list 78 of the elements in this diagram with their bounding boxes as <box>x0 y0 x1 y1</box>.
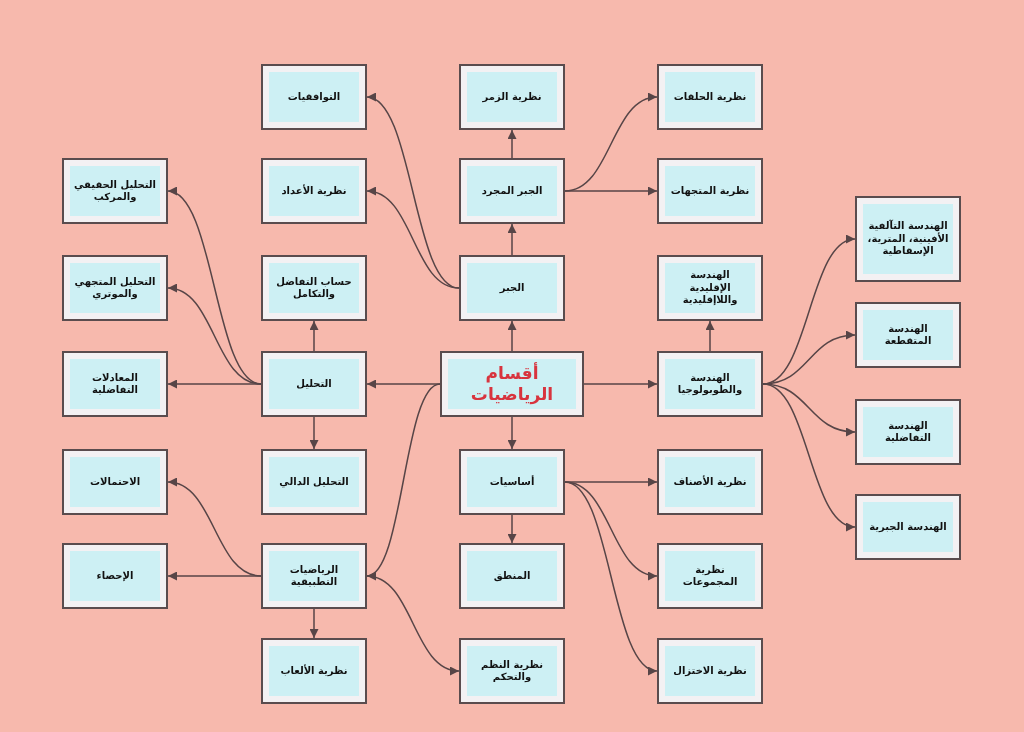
topic-label: نظرية الأعداد <box>269 166 359 216</box>
arrow <box>583 379 658 389</box>
topic-label: نظرية النظم والتحكم <box>467 646 557 696</box>
topic-box <box>657 449 763 515</box>
topic-label: نظرية الحلقات <box>665 72 755 122</box>
arrow <box>309 320 319 352</box>
topic-box <box>261 449 367 515</box>
arrow <box>507 514 517 544</box>
title-label: أقسام الرياضيات <box>448 359 576 409</box>
root-topic-box <box>440 351 584 417</box>
topic-label: الهندسة التفاضلية <box>863 407 953 457</box>
topic-box <box>657 351 763 417</box>
arrow <box>564 481 658 579</box>
topic-label: التحليل <box>269 359 359 409</box>
topic-label: نظرية المتجهات <box>665 166 755 216</box>
topic-box <box>261 351 367 417</box>
topic-box <box>261 64 367 130</box>
topic-label: أساسيات <box>467 457 557 507</box>
topic-box <box>459 543 565 609</box>
topic-box <box>62 351 168 417</box>
arrow <box>167 571 262 581</box>
topic-box <box>261 158 367 224</box>
topic-label: الهندسة والطوبولوجيا <box>665 359 755 409</box>
topic-label: الرياضيات التطبيقية <box>269 551 359 601</box>
topic-label: المنطق <box>467 551 557 601</box>
topic-box <box>62 449 168 515</box>
topic-label: التحليل الدالي <box>269 457 359 507</box>
topic-box <box>261 543 367 609</box>
topic-label: الهندسة الجبرية <box>863 502 953 552</box>
topic-label: نظرية الأصناف <box>665 457 755 507</box>
topic-box <box>855 494 961 560</box>
topic-label: الاحتمالات <box>70 457 160 507</box>
topic-label: نظرية الألعاب <box>269 646 359 696</box>
topic-box <box>459 158 565 224</box>
arrow <box>705 320 715 352</box>
topic-label: الجبر المجرد <box>467 166 557 216</box>
topic-label: الهندسة التآلفية الأفينية، المترية، الإسقاطية <box>863 204 953 274</box>
arrow <box>366 188 460 289</box>
topic-label: نظرية المجموعات <box>665 551 755 601</box>
topic-box <box>62 255 168 321</box>
topic-label: المعادلات التفاضلية <box>70 359 160 409</box>
topic-label: التحليل المتجهي والموتري <box>70 263 160 313</box>
arrow <box>564 186 658 196</box>
arrow <box>309 608 319 639</box>
topic-box <box>62 543 168 609</box>
topic-box <box>459 449 565 515</box>
arrow <box>507 320 517 352</box>
topic-label: الهندسة الإقليدية واللاإقليدية <box>665 263 755 313</box>
topic-box <box>261 255 367 321</box>
arrow <box>507 416 517 450</box>
topic-box <box>657 543 763 609</box>
topic-box <box>62 158 168 224</box>
arrow <box>366 575 460 674</box>
topic-label: نظرية الاختزال <box>665 646 755 696</box>
arrow <box>309 416 319 450</box>
arrow <box>167 379 262 389</box>
topic-label: حساب التفاضل والتكامل <box>269 263 359 313</box>
arrow <box>507 129 517 159</box>
topic-box <box>657 158 763 224</box>
topic-box <box>657 64 763 130</box>
topic-box <box>459 64 565 130</box>
topic-label: الإحصاء <box>70 551 160 601</box>
topic-label: التحليل الحقيقي والمركب <box>70 166 160 216</box>
topic-box <box>459 255 565 321</box>
topic-box <box>657 638 763 704</box>
topic-label: التوافقيات <box>269 72 359 122</box>
arrow <box>507 223 517 256</box>
topic-label: الجبر <box>467 263 557 313</box>
topic-box <box>855 196 961 282</box>
topic-label: نظرية الزمر <box>467 72 557 122</box>
topic-box <box>855 302 961 368</box>
topic-box <box>855 399 961 465</box>
arrow <box>366 379 441 389</box>
topic-box <box>261 638 367 704</box>
arrow <box>564 481 658 673</box>
topic-box <box>459 638 565 704</box>
topic-box <box>657 255 763 321</box>
topic-label: الهندسة المتقطعة <box>863 310 953 360</box>
